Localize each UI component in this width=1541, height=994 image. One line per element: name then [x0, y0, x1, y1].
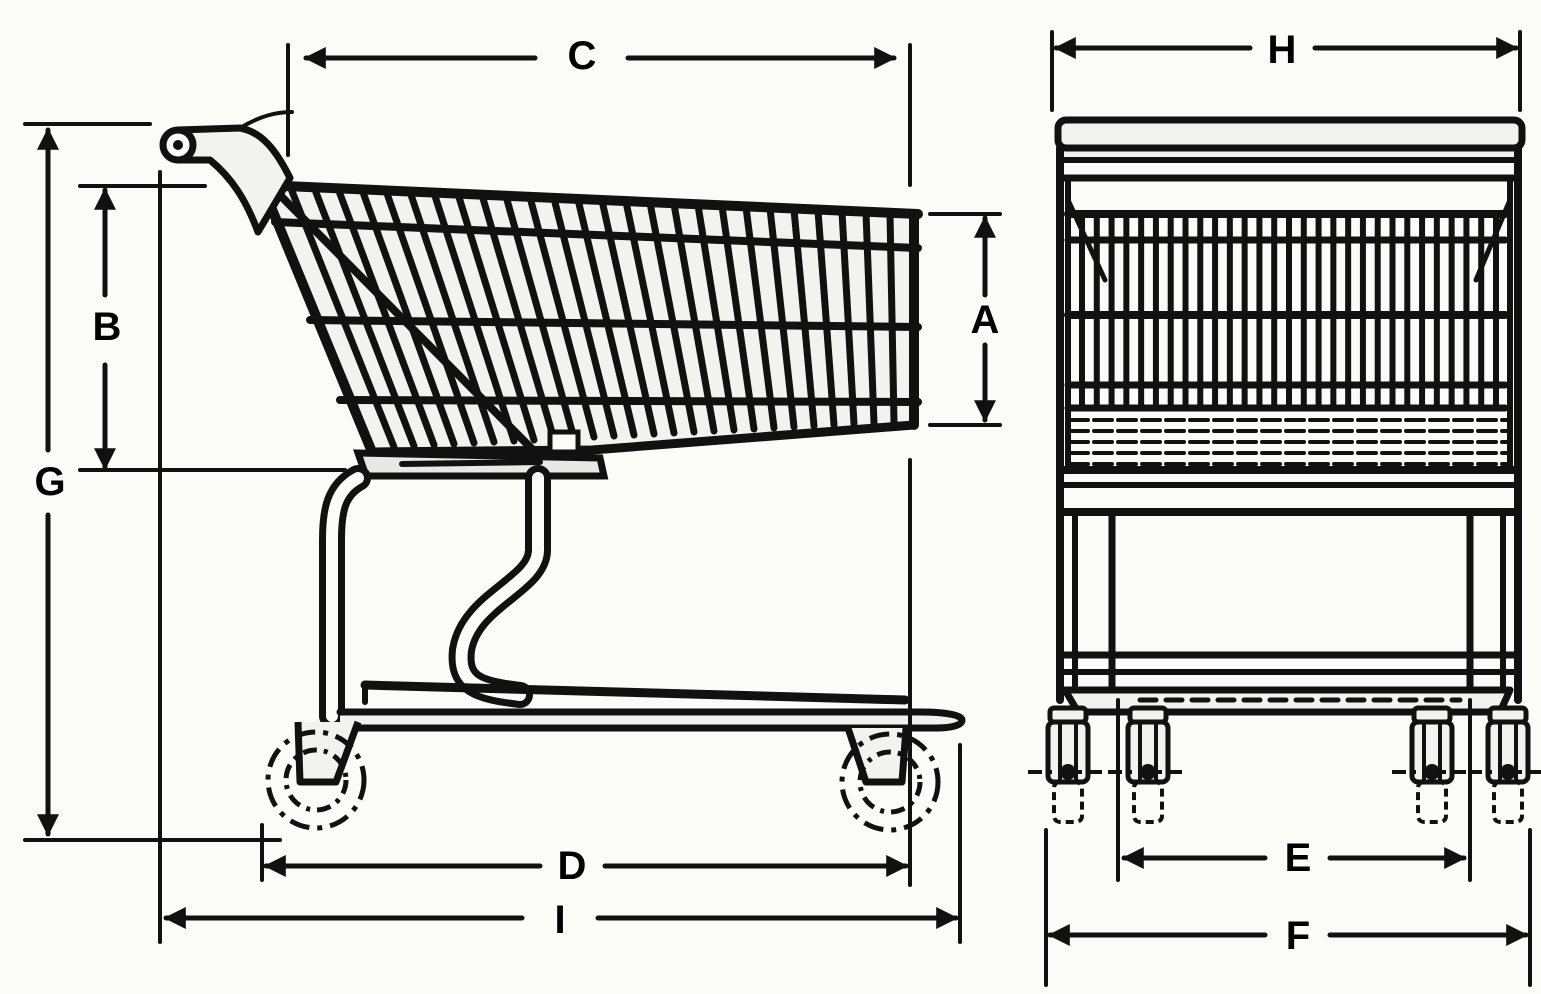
side-wire	[623, 202, 678, 437]
side-wire	[862, 213, 878, 427]
dimension-lines	[37, 37, 1529, 946]
side-wire	[695, 205, 738, 434]
side-wire	[671, 204, 718, 435]
label-a: A	[971, 298, 1000, 342]
label-d: D	[558, 844, 587, 888]
label-i: I	[554, 898, 565, 942]
side-wire	[814, 211, 838, 429]
front-caster	[1468, 705, 1541, 824]
side-wire	[719, 206, 758, 433]
label-g: G	[34, 460, 65, 504]
side-wire	[743, 207, 778, 432]
side-frame	[319, 465, 966, 732]
side-extension-lines	[23, 43, 1002, 944]
label-f: F	[1286, 914, 1310, 958]
front-wheels	[1028, 705, 1541, 824]
front-basket-wires	[1079, 211, 1499, 411]
front-caster	[1108, 705, 1188, 824]
front-view	[1028, 30, 1541, 987]
side-rear-wheel	[265, 720, 367, 831]
side-basket-rails	[251, 166, 923, 457]
side-handle	[159, 110, 294, 236]
side-wire	[886, 214, 898, 426]
front-caster	[1392, 705, 1472, 824]
side-view	[23, 43, 1002, 944]
label-b: B	[93, 305, 122, 349]
front-caster	[1028, 705, 1108, 824]
label-h: H	[1268, 28, 1297, 72]
front-basket-floor-mesh	[1068, 418, 1510, 466]
side-wire	[790, 210, 818, 430]
side-wire	[599, 201, 658, 438]
dimension-labels: C A B G D I H E F	[34, 28, 1311, 958]
side-front-wheel	[839, 726, 941, 833]
label-e: E	[1285, 836, 1312, 880]
front-frame	[1054, 116, 1526, 704]
side-wire	[766, 209, 798, 431]
label-c: C	[568, 34, 597, 78]
front-extension-lines	[1044, 30, 1532, 987]
side-wire	[838, 212, 858, 428]
side-wire	[647, 203, 698, 436]
